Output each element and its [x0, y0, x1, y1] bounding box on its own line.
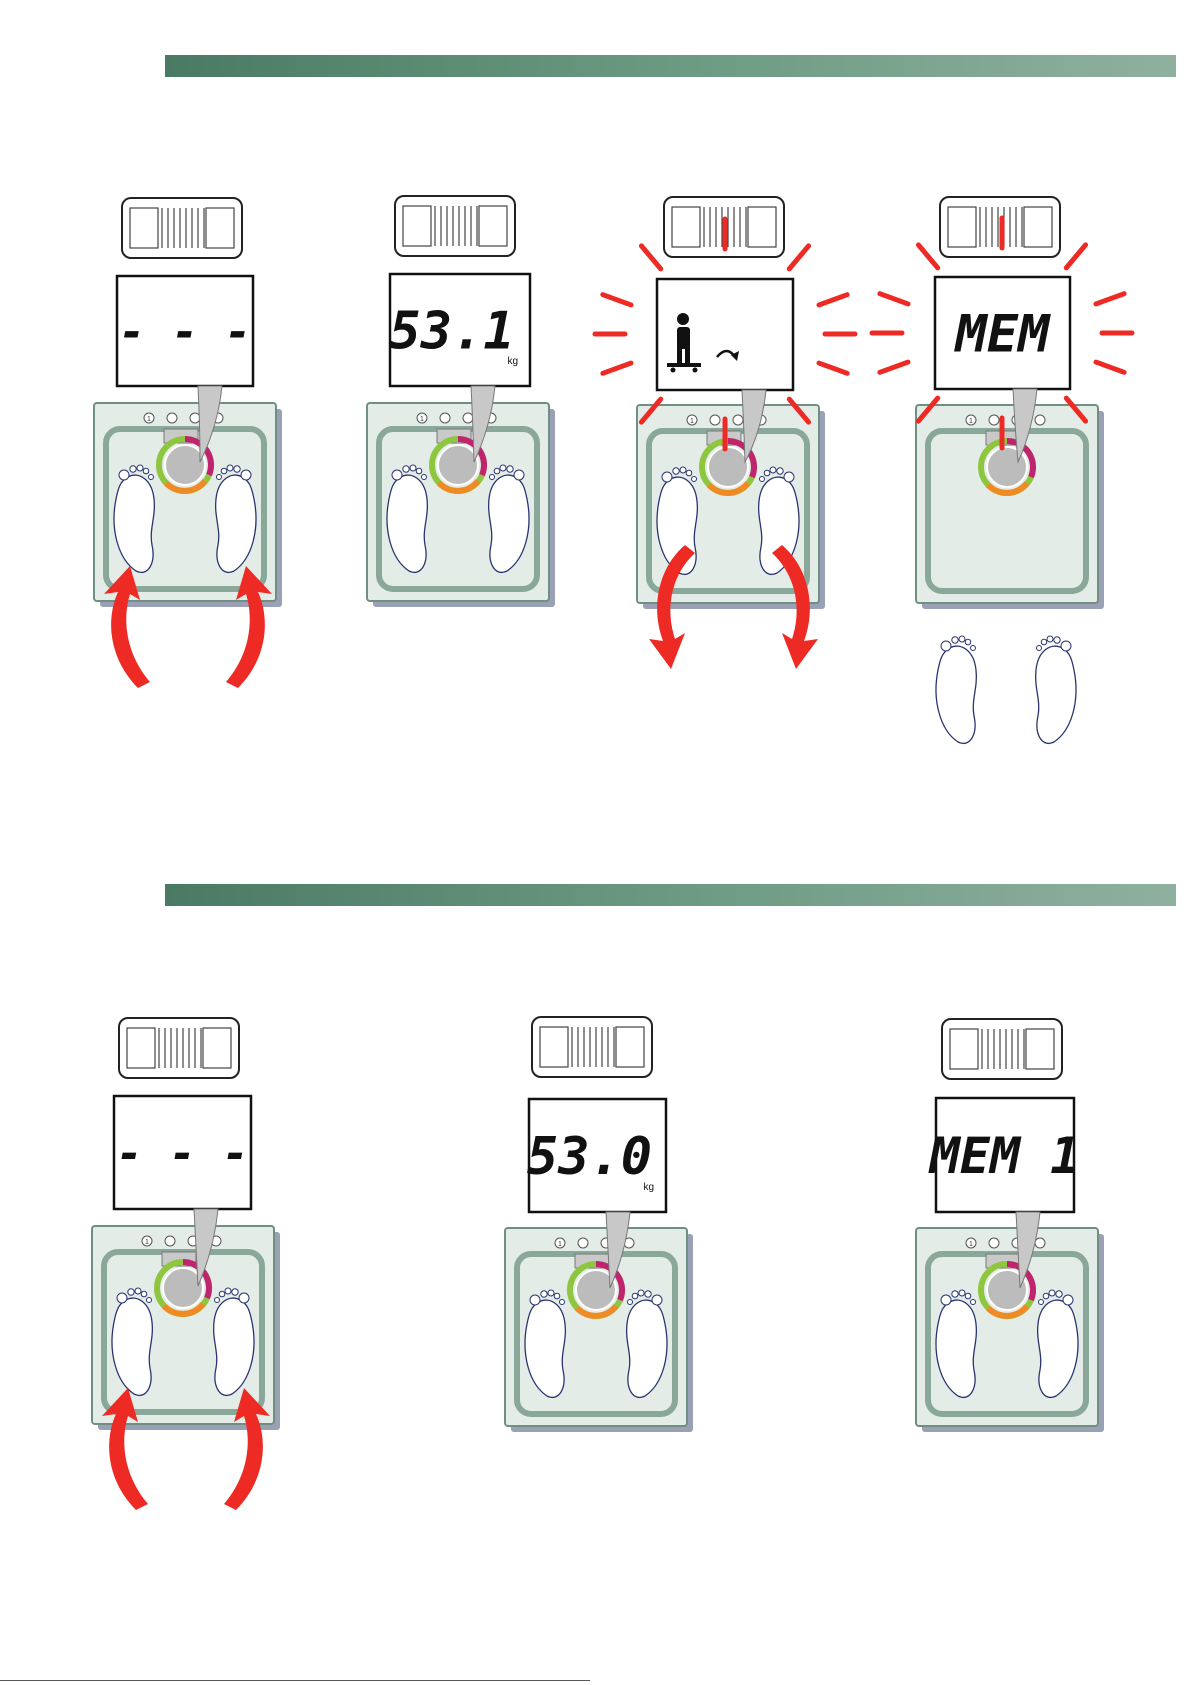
svg-text:1: 1 [420, 416, 424, 423]
bathroom-scale: 1 [916, 405, 1104, 609]
lcd-unit: kg [643, 1182, 654, 1193]
display-panel-icon [122, 198, 242, 258]
dial-ring [981, 441, 1033, 493]
svg-text:1: 1 [969, 1241, 973, 1248]
bathroom-scale: 1 [505, 1228, 693, 1432]
lcd-display: - - - [117, 276, 253, 386]
svg-text:1: 1 [690, 418, 694, 425]
lcd-unit: kg [507, 356, 518, 367]
lcd-display: MEM 1 [928, 1098, 1081, 1212]
display-panel-icon [942, 1019, 1062, 1079]
svg-text:1: 1 [969, 418, 973, 425]
display-panel-icon [119, 1018, 239, 1078]
lcd-display: 53.0kg [527, 1099, 666, 1212]
footprint-icon [936, 636, 976, 743]
lcd-readout: - - - [116, 1128, 248, 1179]
lcd-display: MEM [935, 277, 1070, 389]
lcd-readout: 53.0 [527, 1127, 652, 1187]
lcd-readout: MEM [954, 305, 1052, 365]
svg-text:1: 1 [558, 1241, 562, 1248]
svg-text:1: 1 [147, 416, 151, 423]
lcd-display: - - - [114, 1096, 251, 1209]
display-panel-icon [532, 1017, 652, 1077]
footprint-icon [1036, 636, 1076, 743]
bathroom-scale: 1 [916, 1228, 1104, 1432]
footer-rule [0, 1680, 590, 1681]
display-panel-icon [395, 196, 515, 256]
lcd-readout: 53.1 [389, 302, 514, 362]
lcd-readout: - - - [119, 307, 251, 358]
svg-text:1: 1 [145, 1239, 149, 1246]
bathroom-scale: 1 [367, 403, 555, 607]
lcd-display: 53.1kg [389, 274, 530, 386]
lcd-readout: MEM 1 [928, 1127, 1081, 1185]
lcd-display [657, 279, 793, 390]
